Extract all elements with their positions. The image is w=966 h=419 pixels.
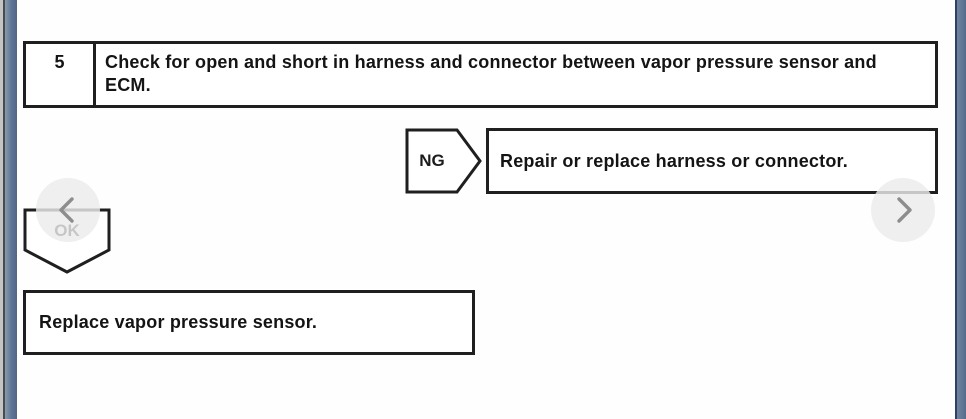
- ok-action-box: Replace vapor pressure sensor.: [23, 290, 475, 355]
- step-box: 5 Check for open and short in harness an…: [23, 41, 938, 108]
- ng-action-box: Repair or replace harness or connector.: [486, 128, 938, 194]
- left-edge-outer-strip: [0, 0, 3, 419]
- left-window-edge: [5, 0, 17, 419]
- chevron-left-icon: [59, 197, 74, 223]
- step-number: 5: [26, 44, 96, 105]
- ng-label: NG: [419, 151, 445, 170]
- right-window-edge: [955, 0, 966, 419]
- ok-action-text: Replace vapor pressure sensor.: [39, 312, 318, 332]
- step-instruction: Check for open and short in harness and …: [105, 52, 877, 95]
- ng-action-text: Repair or replace harness or connector.: [500, 150, 848, 171]
- ng-connector: NG: [405, 128, 483, 194]
- chevron-right-icon: [897, 197, 912, 223]
- ng-pentagon-icon: [405, 128, 482, 194]
- next-page-button[interactable]: [871, 178, 935, 242]
- left-edge-divider: [3, 0, 5, 419]
- previous-page-button[interactable]: [36, 178, 100, 242]
